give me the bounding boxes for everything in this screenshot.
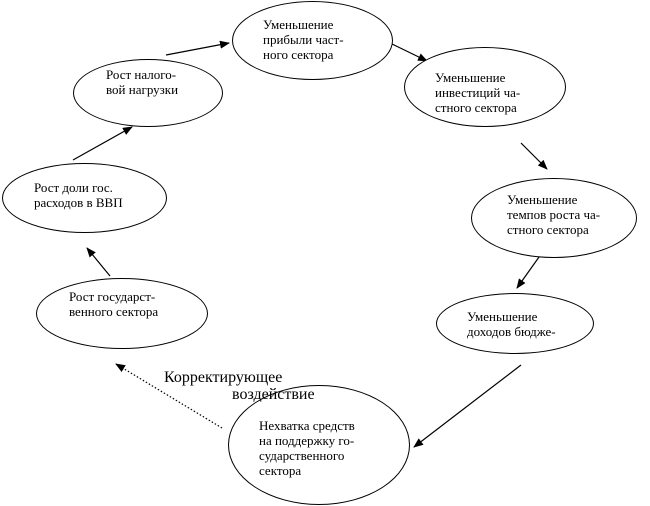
annotation-corrective-line2: воздействие <box>232 386 315 403</box>
node-investment-label: Уменьшение инвестиций ча- стного сектора <box>435 70 521 115</box>
node-profit <box>232 1 393 80</box>
node-budget-income <box>436 293 594 354</box>
arrow-profit-to-investment <box>389 42 428 62</box>
node-funding-shortage-label: Нехватка средств на поддержку го- сударс… <box>259 418 355 478</box>
annotation-corrective-line1: Корректирующее <box>164 369 283 386</box>
arrow-income-to-shortage <box>413 364 522 448</box>
node-state-sector-label: Рост государст- венного сектора <box>69 289 159 319</box>
arrow-investment-to-growth <box>520 142 548 170</box>
node-tax-burden <box>73 59 223 127</box>
node-state-sector <box>36 278 208 349</box>
node-growth-rate-label: Уменьшение темпов роста ча- стного секто… <box>507 192 601 237</box>
node-profit-label: Уменьшение прибыли част- ного сектора <box>263 17 344 62</box>
node-budget-income-label: Уменьшение доходов бюдже- <box>467 309 556 339</box>
node-spending-share-label: Рост доли гос. расходов в ВВП <box>34 180 123 210</box>
node-funding-shortage <box>228 385 410 505</box>
arrow-tax-to-profit <box>165 40 230 56</box>
node-spending-share <box>2 163 167 233</box>
arrow-spending-to-tax <box>72 126 133 161</box>
node-growth-rate <box>471 178 637 258</box>
node-investment <box>404 47 566 127</box>
node-tax-burden-label: Рост налого- вой нагрузки <box>106 67 179 97</box>
arrow-state-sector-to-spending <box>86 247 111 277</box>
